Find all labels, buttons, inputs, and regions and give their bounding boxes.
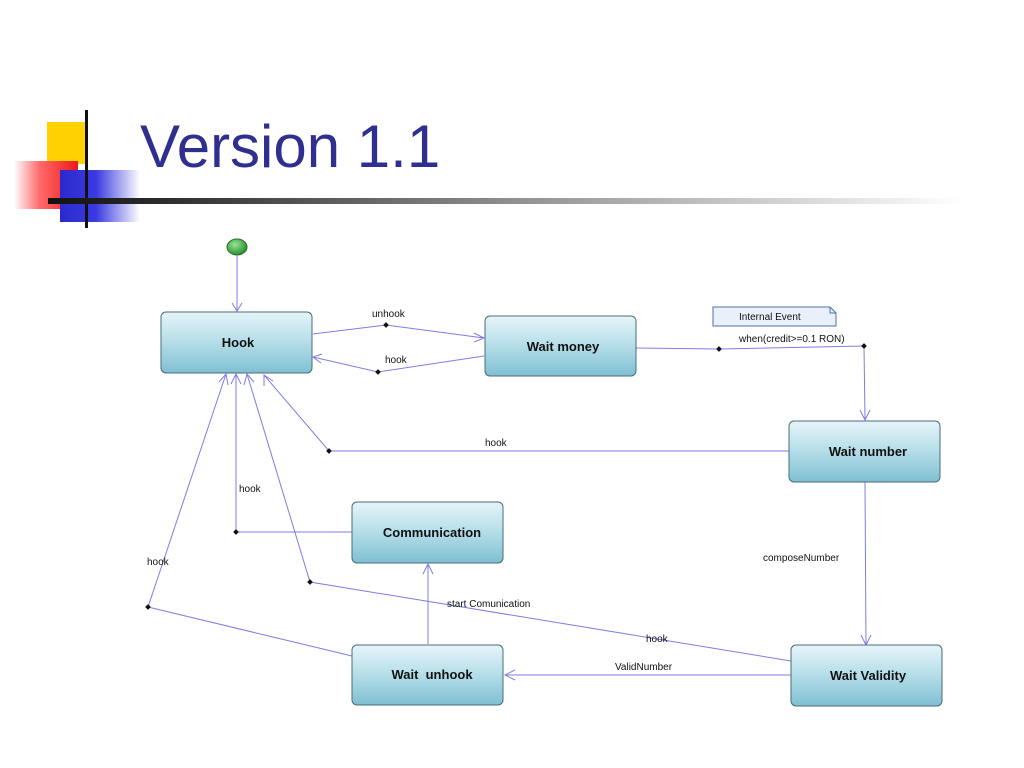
- edge-label-hook-wait-number: hook: [485, 438, 508, 449]
- edge-label-compose-number: composeNumber: [763, 553, 840, 564]
- note-label: Internal Event: [739, 312, 801, 323]
- edge-label-start-communication: start Comunication: [447, 599, 530, 610]
- edge-label-valid-number: ValidNumber: [615, 662, 673, 673]
- state-communication: Communication: [351, 501, 504, 564]
- edge-communication-to-hook: [230, 372, 352, 533]
- internal-event-note: Internal Event: [712, 306, 837, 327]
- title-decoration-blue-square: [60, 170, 140, 222]
- edge-hook-to-wait-money: [312, 324, 486, 343]
- title-underline: [48, 198, 963, 204]
- slide-title: Version 1.1: [140, 113, 441, 180]
- edge-label-hook-wait-money: hook: [385, 355, 408, 366]
- edge-wait-validity-to-hook: [243, 372, 792, 662]
- edge-wait-money-to-wait-number: [635, 345, 871, 422]
- edge-wait-unhook-to-communication: [422, 562, 434, 644]
- state-label-communication: Communication: [383, 525, 481, 540]
- edge-label-credit-condition: when(credit>=0.1 RON): [738, 334, 845, 345]
- initial-transition: [231, 255, 243, 312]
- state-wait-number: Wait number: [788, 420, 941, 483]
- state-wait-validity: Wait Validity: [790, 644, 943, 707]
- edge-label-hook-communication: hook: [239, 484, 262, 495]
- state-wait-unhook: Wait unhook: [351, 644, 504, 706]
- edge-wait-unhook-to-hook: [147, 372, 353, 657]
- state-wait-money: Wait money: [484, 315, 637, 377]
- edge-wait-validity-to-wait-unhook: [503, 669, 791, 681]
- edge-label-hook-wait-validity: hook: [646, 634, 669, 645]
- state-label-wait-unhook: Wait unhook: [391, 667, 473, 682]
- initial-state: [226, 238, 248, 256]
- title-decoration-vertical-line: [85, 110, 88, 228]
- edge-label-hook-wait-unhook: hook: [147, 557, 170, 568]
- edge-wait-number-to-hook: [263, 374, 789, 452]
- state-label-wait-number: Wait number: [829, 444, 907, 459]
- edge-label-unhook: unhook: [372, 309, 406, 320]
- state-label-wait-validity: Wait Validity: [830, 668, 907, 683]
- state-label-hook: Hook: [222, 335, 255, 350]
- edge-bend-points: [145, 322, 867, 610]
- edge-wait-number-to-wait-validity: [860, 481, 872, 647]
- state-label-wait-money: Wait money: [527, 339, 600, 354]
- title-decoration-yellow-square: [47, 122, 87, 164]
- state-hook: Hook: [160, 311, 313, 374]
